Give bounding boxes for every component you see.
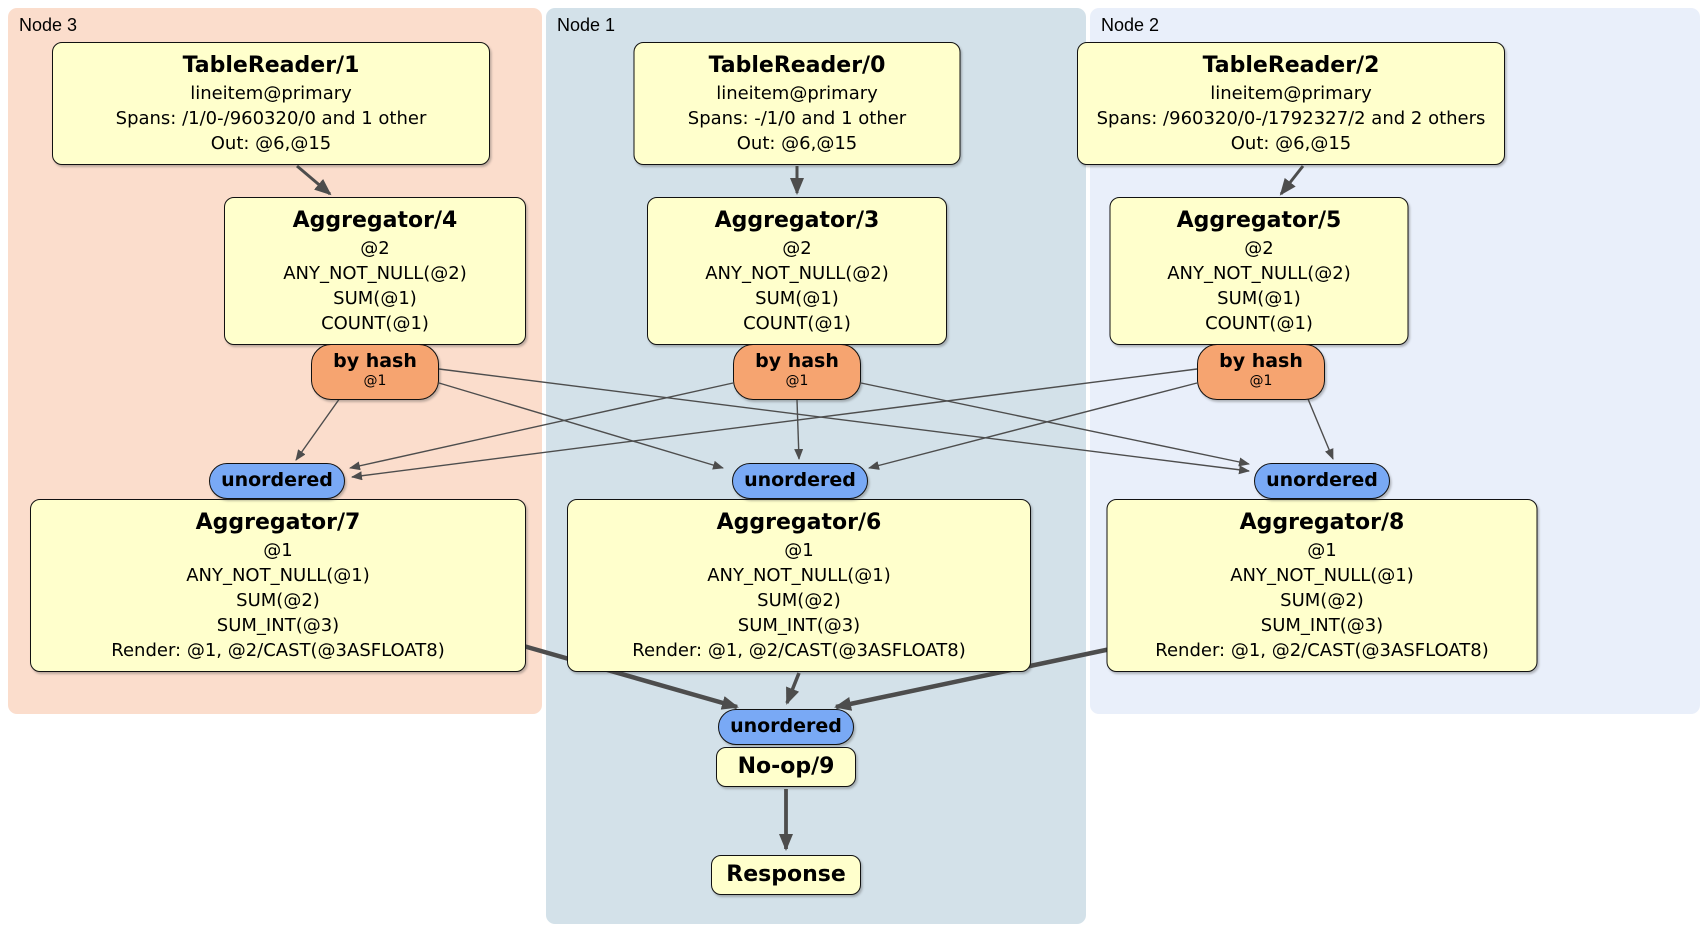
router-label: by hash (333, 350, 417, 372)
processor-detail: ANY_NOT_NULL(@1) (186, 565, 370, 586)
stream-unordered-node3: unordered (209, 463, 345, 499)
region-node2-label: Node 2 (1101, 15, 1160, 35)
edge-hash2-unordered3 (351, 368, 1198, 481)
processor-detail: Spans: /1/0-/960320/0 and 1 other (115, 108, 427, 129)
router-label: by hash (1219, 350, 1303, 372)
processor-tablereader-1: TableReader/1 lineitem@primary Spans: /1… (52, 42, 490, 165)
router-label: by hash (755, 350, 839, 372)
edge-hash3-unordered1 (438, 382, 724, 470)
processor-detail: Render: @1, @2/CAST(@3ASFLOAT8) (1155, 640, 1489, 661)
region-node1-label: Node 1 (557, 15, 616, 35)
processor-detail: @2 (1244, 238, 1274, 259)
processor-detail: @1 (263, 540, 293, 561)
processor-detail: Spans: -/1/0 and 1 other (687, 108, 907, 129)
processor-detail: lineitem@primary (190, 83, 352, 104)
edge-agg8-unordered-final (834, 644, 1121, 711)
processor-detail: SUM_INT(@3) (737, 615, 861, 636)
processor-detail: SUM(@2) (1280, 590, 1364, 611)
processor-detail: Render: @1, @2/CAST(@3ASFLOAT8) (111, 640, 445, 661)
processor-detail: Out: @6,@15 (1230, 133, 1352, 154)
processor-detail: Spans: /960320/0-/1792327/2 and 2 others (1096, 108, 1486, 129)
region-node3-label: Node 3 (19, 15, 78, 35)
processor-title: TableReader/2 (1202, 53, 1380, 78)
processor-detail: SUM(@2) (236, 590, 320, 611)
stream-unordered-final: unordered (718, 709, 854, 745)
processor-title: Aggregator/3 (714, 208, 880, 233)
processor-title: Aggregator/5 (1176, 208, 1342, 233)
processor-detail: SUM(@1) (755, 288, 839, 309)
processor-detail: SUM(@1) (1217, 288, 1301, 309)
processor-detail: ANY_NOT_NULL(@2) (705, 263, 889, 284)
processor-detail: lineitem@primary (1210, 83, 1372, 104)
processor-title: Aggregator/8 (1239, 510, 1405, 535)
processor-detail: Render: @1, @2/CAST(@3ASFLOAT8) (632, 640, 966, 661)
processor-detail: @2 (360, 238, 390, 259)
edge-hash2-unordered1 (868, 382, 1198, 470)
edge-hash1-unordered2 (860, 382, 1250, 467)
processor-title: Aggregator/6 (716, 510, 882, 535)
processor-aggregator-7: Aggregator/7 @1 ANY_NOT_NULL(@1) SUM(@2)… (30, 499, 526, 672)
processor-detail: ANY_NOT_NULL(@1) (707, 565, 891, 586)
processor-title: No-op/9 (737, 754, 835, 779)
processor-title: TableReader/1 (182, 53, 360, 78)
processor-aggregator-3: Aggregator/3 @2 ANY_NOT_NULL(@2) SUM(@1)… (647, 197, 947, 345)
processor-title: Aggregator/7 (195, 510, 361, 535)
router-detail: @1 (785, 373, 809, 389)
processor-detail: lineitem@primary (716, 83, 878, 104)
processor-tablereader-0: TableReader/0 lineitem@primary Spans: -/… (633, 42, 961, 165)
processor-tablereader-2: TableReader/2 lineitem@primary Spans: /9… (1077, 42, 1505, 165)
processor-detail: @1 (784, 540, 814, 561)
edge-agg6-unordered-final (785, 672, 801, 705)
processor-detail: ANY_NOT_NULL(@1) (1230, 565, 1414, 586)
processor-aggregator-4: Aggregator/4 @2 ANY_NOT_NULL(@2) SUM(@1)… (224, 197, 526, 345)
processor-detail: Out: @6,@15 (210, 133, 332, 154)
processor-aggregator-5: Aggregator/5 @2 ANY_NOT_NULL(@2) SUM(@1)… (1109, 197, 1409, 345)
edge-hash1-unordered3 (349, 382, 734, 471)
edge-tr1-agg4 (296, 164, 332, 196)
processor-noop-9: No-op/9 (716, 747, 856, 787)
response-box: Response (711, 855, 861, 895)
processor-detail: SUM_INT(@3) (216, 615, 340, 636)
router-detail: @1 (1249, 373, 1273, 389)
processor-detail: @1 (1307, 540, 1337, 561)
router-by-hash-node3: by hash @1 (311, 344, 439, 400)
edge-hash1-unordered1 (794, 399, 804, 460)
stream-unordered-node2: unordered (1254, 463, 1390, 499)
processor-title: TableReader/0 (708, 53, 886, 78)
router-by-hash-node1: by hash @1 (733, 344, 861, 400)
processor-detail: SUM(@1) (333, 288, 417, 309)
processor-detail: COUNT(@1) (321, 313, 429, 334)
edge-tr2-agg5 (1279, 165, 1305, 196)
processor-detail: ANY_NOT_NULL(@2) (1167, 263, 1351, 284)
edge-agg7-unordered-final (512, 640, 739, 710)
processor-detail: SUM(@2) (757, 590, 841, 611)
edge-hash3-unordered2 (438, 368, 1250, 475)
processor-detail: ANY_NOT_NULL(@2) (283, 263, 467, 284)
edge-hash3-unordered3 (295, 397, 341, 461)
edge-hash2-unordered2 (1307, 398, 1334, 460)
processor-detail: COUNT(@1) (1205, 313, 1313, 334)
processor-aggregator-6: Aggregator/6 @1 ANY_NOT_NULL(@1) SUM(@2)… (567, 499, 1031, 672)
stream-unordered-node1: unordered (732, 463, 868, 499)
processor-detail: COUNT(@1) (743, 313, 851, 334)
processor-title: Aggregator/4 (292, 208, 458, 233)
router-detail: @1 (363, 373, 387, 389)
processor-aggregator-8: Aggregator/8 @1 ANY_NOT_NULL(@1) SUM(@2)… (1106, 499, 1538, 672)
processor-detail: @2 (782, 238, 812, 259)
processor-detail: Out: @6,@15 (736, 133, 858, 154)
router-by-hash-node2: by hash @1 (1197, 344, 1325, 400)
processor-title: Response (726, 862, 846, 887)
processor-detail: SUM_INT(@3) (1260, 615, 1384, 636)
